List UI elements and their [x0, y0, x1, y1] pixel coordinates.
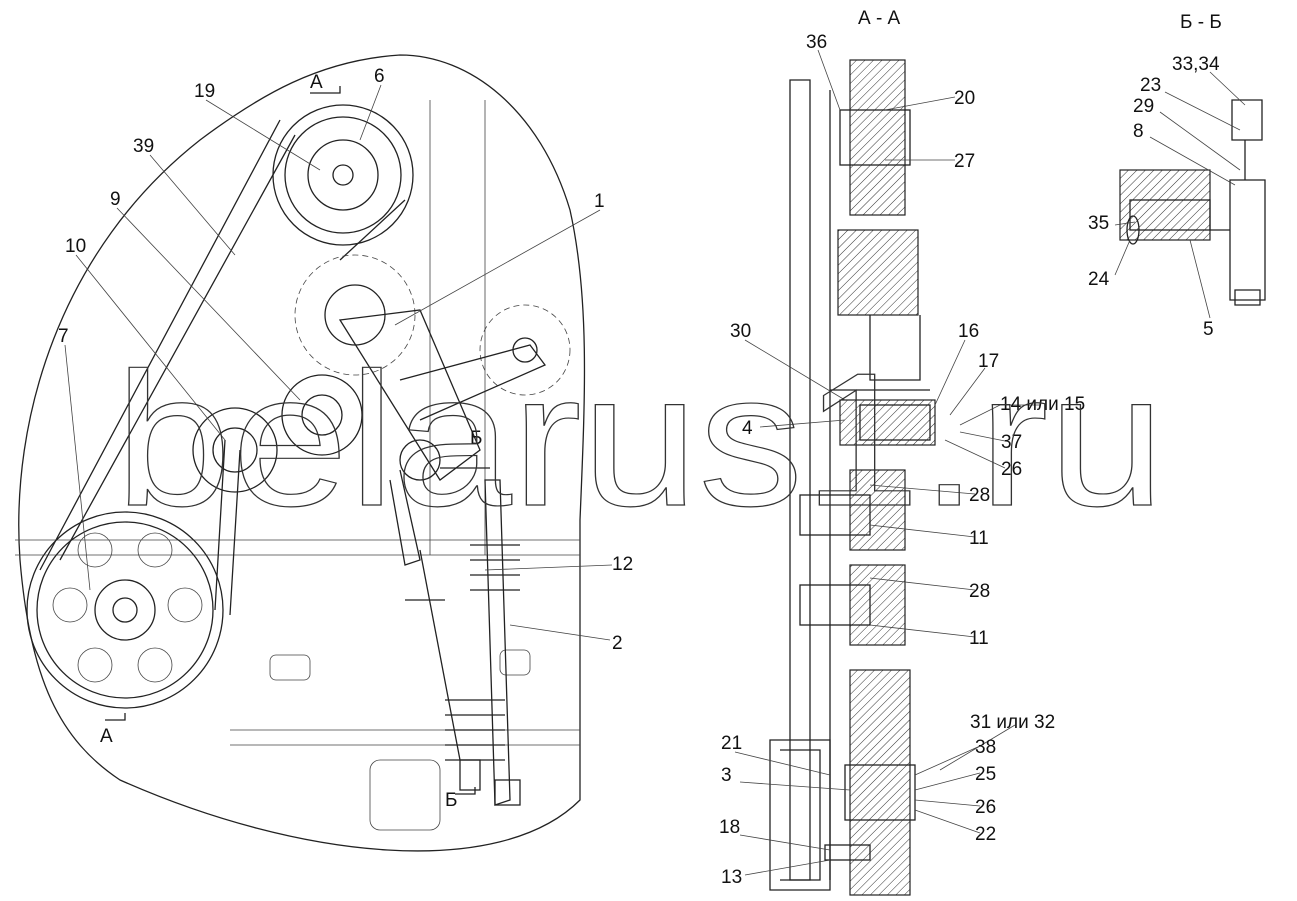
callout-7: 7: [58, 326, 69, 347]
callout-8: 8: [1133, 121, 1144, 142]
slot: [499, 649, 531, 676]
callout-2: 2: [612, 633, 623, 654]
callout-4: 4: [742, 418, 753, 439]
callout-20: 20: [954, 88, 975, 109]
callout-27: 27: [954, 151, 975, 172]
callout-13: 13: [721, 867, 742, 888]
pulley-7: [26, 511, 224, 709]
section-mark-b-bottom: Б: [445, 790, 457, 811]
callout-29: 29: [1133, 96, 1154, 117]
spring-rod-2: [405, 479, 521, 806]
callout-3: 3: [721, 765, 732, 786]
section-b-title: Б - Б: [1180, 12, 1222, 33]
section-mark-a-bottom: А: [100, 726, 113, 747]
callout-21: 21: [721, 733, 742, 754]
slot: [269, 654, 311, 681]
callout-26: 26: [1001, 459, 1022, 480]
callout-28: 28: [969, 581, 990, 602]
callout-11: 11: [969, 628, 989, 649]
callout-31-or-32: 31 или 32: [970, 712, 1055, 733]
callout-16: 16: [958, 321, 979, 342]
callout-38: 38: [975, 737, 996, 758]
callout-28: 28: [969, 485, 990, 506]
callout-23: 23: [1140, 75, 1161, 96]
callout-17: 17: [978, 351, 999, 372]
callout-24: 24: [1088, 269, 1110, 290]
callout-33-34: 33,34: [1172, 54, 1220, 75]
tension-lever: [338, 309, 547, 566]
section-mark-a-top: А: [310, 72, 323, 93]
section-a-callouts: А - А 36 20 27 30 16 17 4 14 или 15 37 2…: [719, 8, 1085, 888]
callout-19: 19: [194, 81, 215, 102]
callout-12: 12: [612, 554, 633, 575]
callout-18: 18: [719, 817, 740, 838]
frame-plate: [15, 100, 580, 746]
section-a-title: А - А: [858, 8, 901, 29]
belt: [39, 119, 406, 616]
section-b-b: [1119, 99, 1266, 306]
callout-14-or-15: 14 или 15: [1000, 394, 1085, 415]
section-line-a: [105, 86, 490, 795]
callout-10: 10: [65, 236, 86, 257]
callout-22: 22: [975, 824, 996, 845]
callout-37: 37: [1001, 432, 1022, 453]
main-view-callouts: 6 19 39 9 10 1 7 12 2 А А Б Б: [58, 66, 633, 811]
pulley-10: [192, 407, 278, 493]
callout-9: 9: [110, 189, 121, 210]
callout-39: 39: [133, 136, 154, 157]
section-b-callouts: Б - Б 33,34 23 29 8 35 24 5: [1088, 12, 1246, 340]
callout-36: 36: [806, 32, 827, 53]
callout-25: 25: [975, 764, 996, 785]
section-mark-b-mid: Б: [470, 428, 482, 449]
callout-11: 11: [969, 528, 989, 549]
callout-5: 5: [1203, 319, 1214, 340]
callout-1: 1: [594, 191, 605, 212]
callout-6: 6: [374, 66, 385, 87]
callout-30: 30: [730, 321, 751, 342]
main-view: [15, 54, 586, 852]
callout-35: 35: [1088, 213, 1109, 234]
callout-26: 26: [975, 797, 996, 818]
watermark: belarus1.ru: [115, 334, 1165, 546]
section-a-a: [769, 59, 936, 896]
pulley-9: [281, 374, 363, 456]
pulley-6: [272, 104, 414, 246]
slot: [369, 759, 441, 831]
